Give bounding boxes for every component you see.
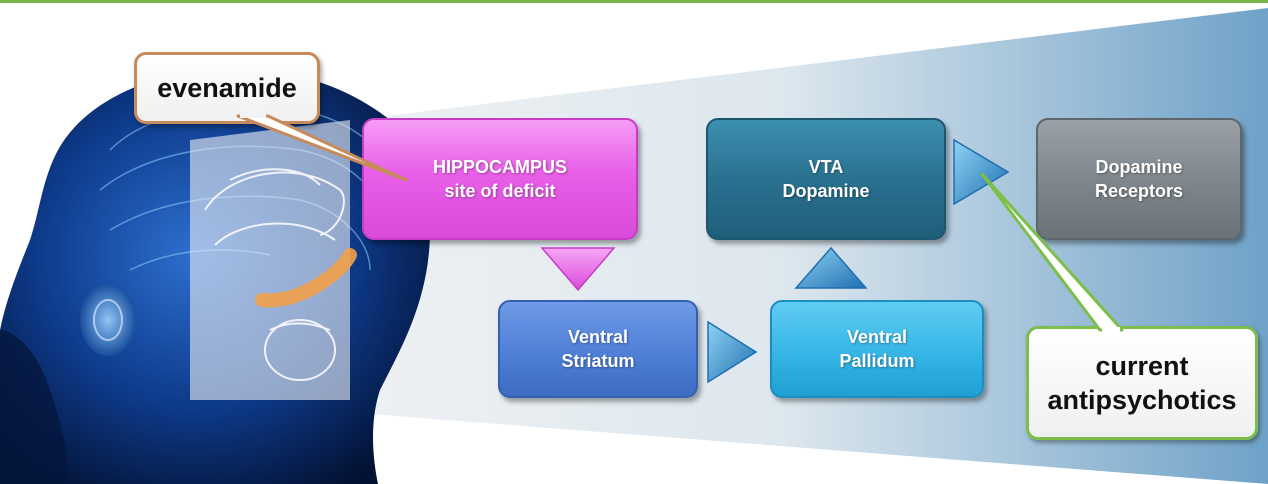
evenamide-callout: evenamide <box>134 52 320 124</box>
dopamine-receptors-box: Dopamine Receptors <box>1036 118 1242 240</box>
hippocampus-title: HIPPOCAMPUS <box>432 157 567 177</box>
ear-icon <box>80 284 136 356</box>
brain-slice <box>190 120 350 400</box>
receptors-line1: Dopamine <box>1095 157 1183 177</box>
top-rule <box>0 0 1268 3</box>
antipsychotics-line1: current <box>1095 351 1189 381</box>
evenamide-label: evenamide <box>157 72 297 103</box>
face-shading <box>0 330 70 484</box>
pallidum-line1: Ventral <box>846 327 907 347</box>
antipsychotics-callout: current antipsychotics <box>1026 326 1258 440</box>
hippocampus-structure <box>255 248 357 308</box>
receptors-line2: Receptors <box>1094 181 1184 201</box>
ventral-pallidum-box: Ventral Pallidum <box>770 300 984 398</box>
pallidum-line2: Pallidum <box>839 351 915 371</box>
hippocampus-box: HIPPOCAMPUS site of deficit <box>362 118 638 240</box>
antipsychotics-line2: antipsychotics <box>1047 385 1237 415</box>
vta-title: VTA <box>808 157 844 177</box>
hippocampus-subtitle: site of deficit <box>444 181 556 201</box>
ventral-striatum-box: Ventral Striatum <box>498 300 698 398</box>
striatum-line2: Striatum <box>561 351 635 371</box>
vta-subtitle: Dopamine <box>782 181 870 201</box>
vta-dopamine-box: VTA Dopamine <box>706 118 946 240</box>
striatum-line1: Ventral <box>567 327 628 347</box>
